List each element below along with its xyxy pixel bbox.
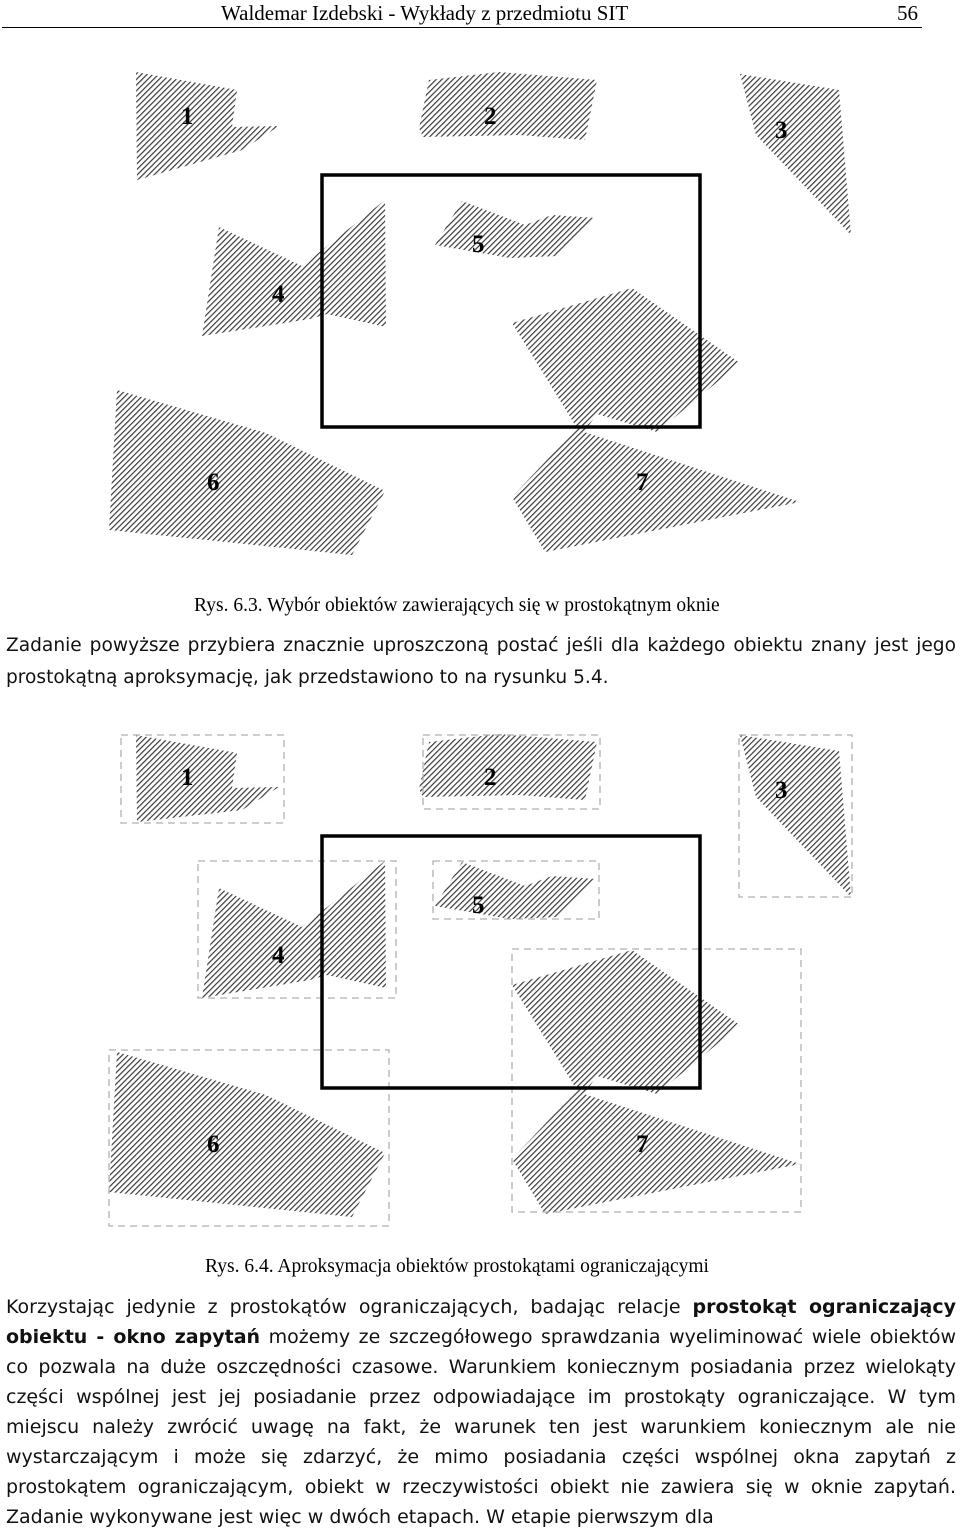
object-2-approx: 2 bbox=[419, 734, 601, 810]
object-4-approx: 4 bbox=[197, 860, 397, 999]
object-4-label-fig2: 4 bbox=[272, 942, 285, 969]
object-1-label-fig2: 1 bbox=[181, 764, 194, 791]
object-4-label: 4 bbox=[272, 281, 285, 308]
object-7-approx: 7 bbox=[511, 948, 802, 1214]
object-7-label: 7 bbox=[636, 469, 649, 496]
query-window-fig2 bbox=[320, 834, 702, 1090]
object-7: 7 bbox=[512, 288, 800, 552]
bbox-5 bbox=[432, 860, 600, 920]
bbox-1 bbox=[120, 734, 285, 824]
object-5: 5 bbox=[435, 201, 596, 258]
page-header: Waldemar Izdebski - Wykłady z przedmiotu… bbox=[0, 0, 960, 40]
object-3-label: 3 bbox=[775, 117, 788, 144]
page-number: 56 bbox=[897, 1, 918, 25]
bbox-7 bbox=[511, 948, 802, 1213]
figure-6-4-caption: Rys. 6.4. Aproksymacja obiektów prostoką… bbox=[205, 1256, 709, 1277]
object-6-label-fig2: 6 bbox=[207, 1131, 220, 1158]
object-3-label-fig2: 3 bbox=[775, 777, 788, 804]
object-2-label: 2 bbox=[484, 103, 497, 130]
paragraph-text-1: Korzystając jedynie z prostokątów ograni… bbox=[6, 1296, 693, 1318]
bbox-2 bbox=[422, 734, 601, 810]
object-5-label-fig2: 5 bbox=[472, 892, 485, 919]
object-3-approx: 3 bbox=[738, 734, 853, 898]
object-1: 1 bbox=[136, 72, 279, 180]
header-title: Waldemar Izdebski - Wykłady z przedmiotu… bbox=[221, 1, 629, 25]
figure-6-3: 1 2 3 4 5 6 7 bbox=[109, 72, 851, 555]
object-6: 6 bbox=[109, 390, 385, 555]
figure-6-3-caption: Rys. 6.3. Wybór obiektów zawierających s… bbox=[194, 595, 720, 616]
paragraph-text-2: możemy ze szczegółowego sprawdzania wyel… bbox=[6, 1326, 957, 1528]
key-term: prostokąt ograniczający obiektu - okno z… bbox=[6, 1296, 956, 1348]
object-1-label: 1 bbox=[181, 103, 194, 130]
bbox-4 bbox=[197, 860, 397, 999]
query-window bbox=[320, 173, 702, 429]
header-rule bbox=[2, 27, 922, 28]
object-5-approx: 5 bbox=[432, 860, 600, 920]
object-2: 2 bbox=[419, 72, 597, 140]
object-5-label: 5 bbox=[472, 231, 485, 258]
bbox-3 bbox=[738, 734, 853, 898]
paragraph-intro: Zadanie powyższe przybiera znacznie upro… bbox=[6, 635, 956, 688]
object-6-approx: 6 bbox=[108, 1049, 390, 1227]
object-3: 3 bbox=[740, 74, 851, 235]
object-4: 4 bbox=[202, 200, 386, 336]
object-1-approx: 1 bbox=[120, 734, 285, 824]
paragraph-bounding-rectangles: Korzystając jedynie z prostokątów ograni… bbox=[6, 1292, 956, 1532]
figure-6-4: 1 2 3 4 5 6 7 bbox=[108, 734, 853, 1227]
object-7-label-fig2: 7 bbox=[636, 1131, 649, 1158]
object-6-label: 6 bbox=[207, 469, 220, 496]
object-2-label-fig2: 2 bbox=[484, 764, 497, 791]
